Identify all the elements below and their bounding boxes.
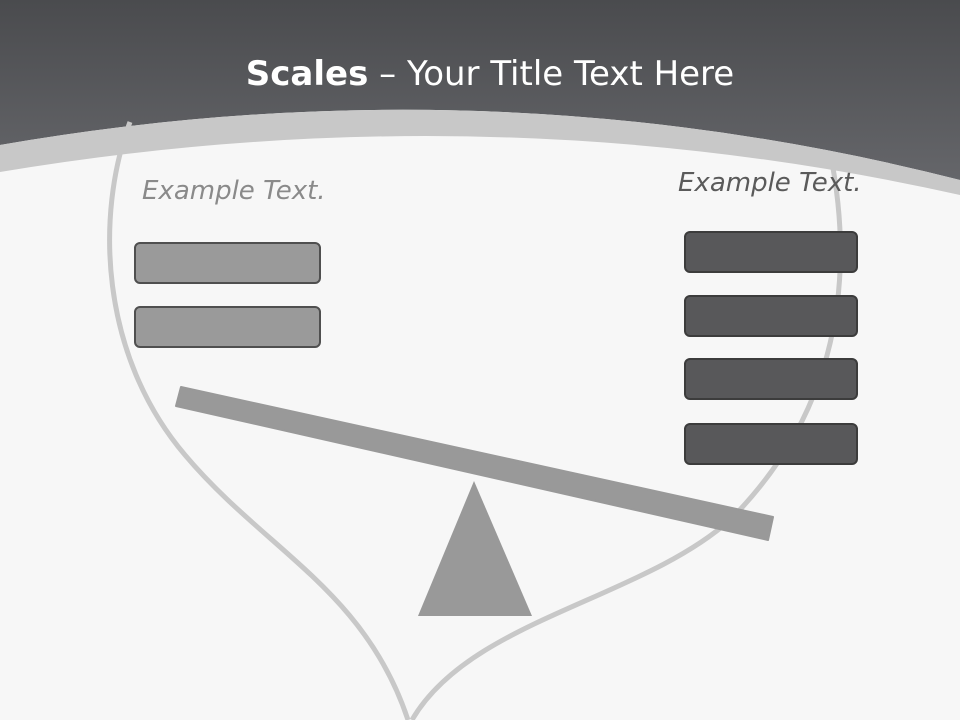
header-swoosh — [0, 109, 960, 195]
header-band — [0, 0, 960, 180]
fulcrum-triangle — [418, 481, 532, 616]
slide-title: Scales – Your Title Text Here — [0, 52, 960, 96]
left-label: Example Text. — [142, 176, 326, 206]
title-rest: – Your Title Text Here — [368, 54, 735, 94]
right-label: Example Text. — [678, 168, 862, 198]
left-block — [134, 242, 321, 284]
right-block — [684, 295, 858, 337]
right-block — [684, 423, 858, 465]
scale-outline-left — [107, 121, 411, 720]
right-block — [684, 358, 858, 400]
left-block — [134, 306, 321, 348]
balance-beam — [175, 386, 774, 541]
right-block — [684, 231, 858, 273]
title-bold: Scales — [245, 54, 369, 94]
